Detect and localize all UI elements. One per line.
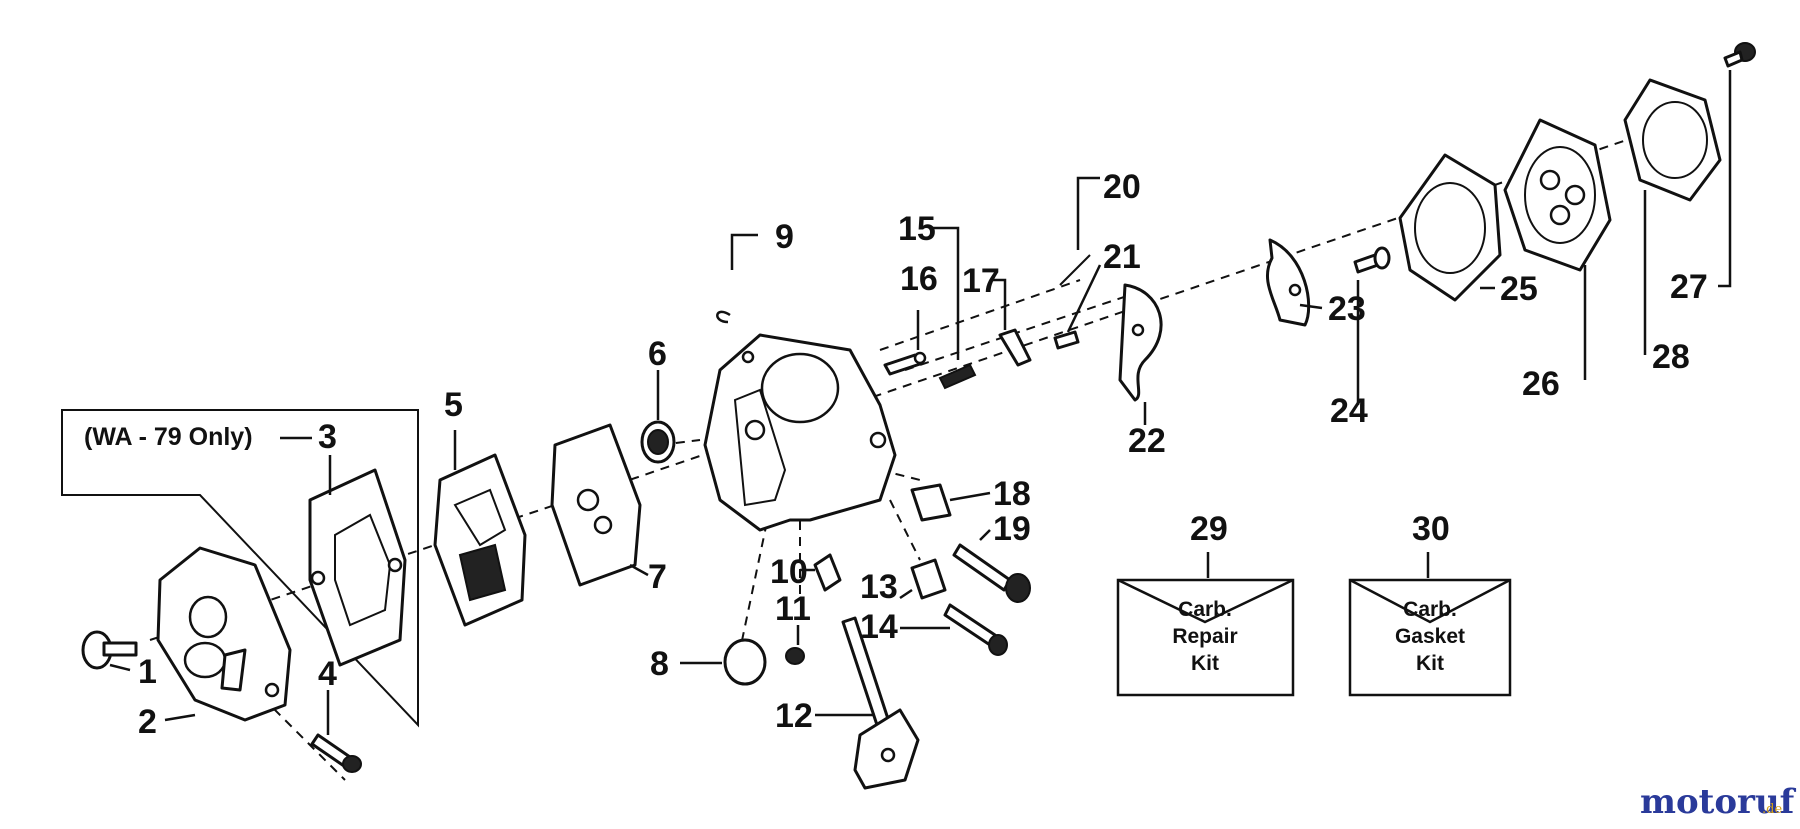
kit-29-envelope [1116, 578, 1295, 697]
kit-29-line2: Repair [1172, 625, 1237, 648]
part-2-housing [156, 546, 292, 722]
kit-29-line3: Kit [1191, 652, 1219, 675]
part-7-plate [550, 423, 642, 587]
callout-8: 8 [650, 645, 669, 683]
part-25-gasket [1398, 153, 1502, 302]
callout-5: 5 [444, 386, 463, 424]
part-17-valve [998, 328, 1032, 367]
part-1-screw [81, 630, 138, 670]
wa79-bracket [61, 409, 419, 728]
callout-12: 12 [775, 697, 813, 735]
callout-22: 22 [1128, 422, 1166, 460]
part-26-cover [1503, 118, 1612, 272]
callout-27: 27 [1670, 268, 1708, 306]
callout-14: 14 [860, 608, 898, 646]
callout-15: 15 [898, 210, 936, 248]
part-23-plate [1266, 238, 1311, 327]
kit-30-line1: Carb. [1403, 598, 1457, 621]
part-10-spring [813, 553, 842, 592]
part-4-screw [310, 733, 362, 773]
callout-4: 4 [318, 655, 337, 693]
callout-10: 10 [770, 553, 808, 591]
callout-9: 9 [775, 218, 794, 256]
watermark-text: motoruf [1640, 782, 1797, 822]
part-3-gasket [308, 468, 407, 667]
kit-30-envelope [1348, 578, 1512, 697]
part-21-screw [1053, 330, 1080, 350]
part-12-lever [841, 616, 920, 790]
carburetor-body [703, 333, 897, 532]
part-16-needle [883, 351, 927, 376]
callout-26: 26 [1522, 365, 1560, 403]
callout-24: 24 [1330, 392, 1368, 430]
callout-18: 18 [993, 475, 1031, 513]
part-22-plate [1118, 283, 1163, 402]
callout-11: 11 [775, 590, 811, 628]
part-28-cover [1623, 78, 1722, 202]
wa79-note: (WA - 79 Only) [84, 423, 253, 451]
callout-7: 7 [648, 558, 667, 596]
callout-3: 3 [318, 418, 337, 456]
callout-1: 1 [138, 653, 157, 691]
part-19-screw [952, 543, 1031, 603]
callout-23: 23 [1328, 290, 1366, 328]
kit-30-line2: Gasket [1395, 625, 1465, 648]
watermark-logo: motoruf .de [1640, 782, 1797, 822]
part-24-screw [1353, 246, 1391, 274]
part-18-spring [910, 483, 952, 522]
part-20-pin [1059, 254, 1091, 286]
callout-25: 25 [1500, 270, 1538, 308]
part-8-disc [723, 638, 767, 686]
part-13-spring [910, 558, 947, 600]
part-5-plate [433, 453, 527, 627]
leader-lines [109, 70, 1732, 735]
part-27-screw [1723, 42, 1756, 68]
part-9-clip [716, 310, 731, 324]
callout-29: 29 [1190, 510, 1228, 548]
callout-16: 16 [900, 260, 938, 298]
callout-30: 30 [1412, 510, 1450, 548]
callout-13: 13 [860, 568, 898, 606]
watermark-suffix: .de [1762, 802, 1782, 817]
kit-30-line3: Kit [1416, 652, 1444, 675]
part-15-spring [938, 363, 977, 390]
callout-21: 21 [1103, 238, 1141, 276]
part-11-pin [785, 647, 805, 665]
callout-28: 28 [1652, 338, 1690, 376]
callout-17: 17 [962, 262, 1000, 300]
callout-6: 6 [648, 335, 667, 373]
part-14-screw [943, 603, 1008, 656]
callout-19: 19 [993, 510, 1031, 548]
part-6-fitting [640, 420, 676, 464]
callout-2: 2 [138, 703, 157, 741]
kit-29-line1: Carb. [1178, 598, 1232, 621]
callout-20: 20 [1103, 168, 1141, 206]
